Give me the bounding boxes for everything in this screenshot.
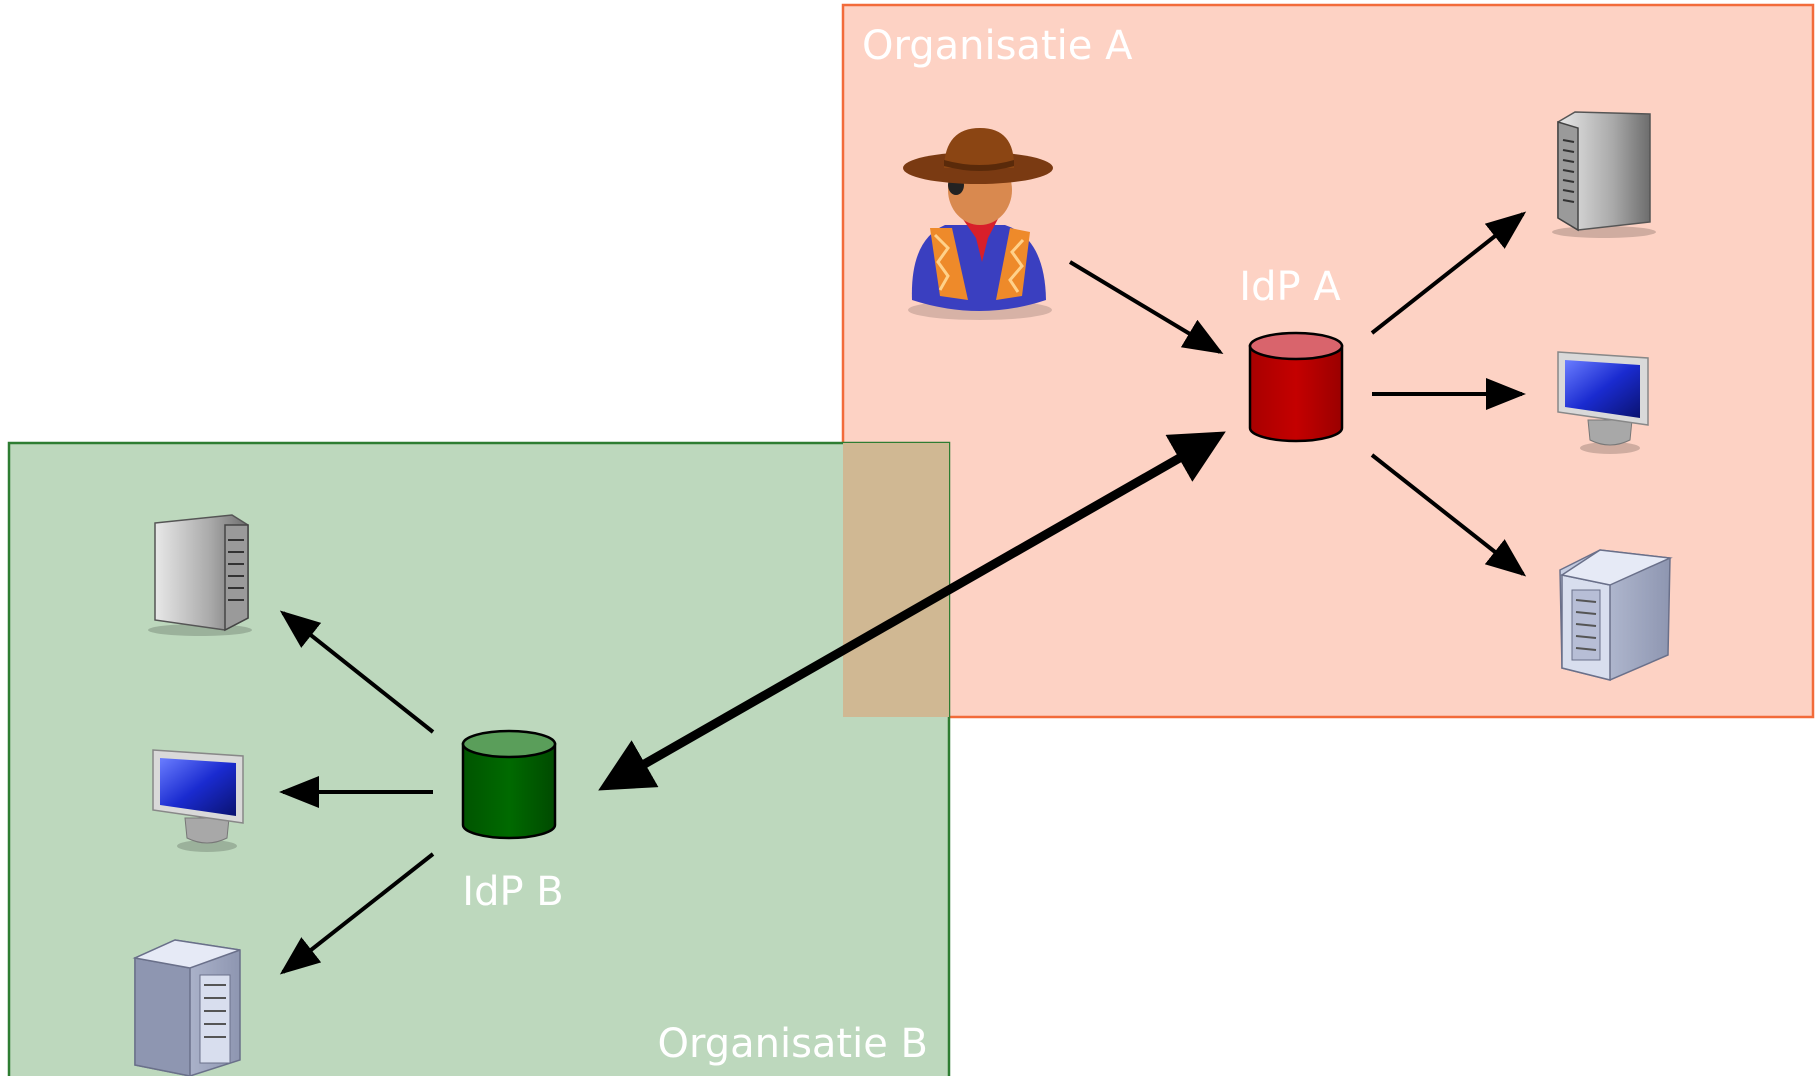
arrow-idp-b-to-server xyxy=(279,610,435,734)
org-a-monitor-icon xyxy=(1557,351,1649,454)
org-b-server-icon xyxy=(148,514,252,636)
overlap-region xyxy=(843,443,949,717)
arrow-idp-b-to-workstation xyxy=(279,852,435,975)
org-a-workstation-icon xyxy=(1559,549,1673,681)
arrow-user-to-idp-a xyxy=(1068,260,1224,355)
organisation-a-label: Organisatie A xyxy=(862,23,1133,69)
idp-a-database-icon xyxy=(1248,331,1344,443)
idp-a-label: IdP A xyxy=(1239,264,1341,310)
idp-b-label: IdP B xyxy=(462,869,563,915)
arrow-idp-a-to-workstation xyxy=(1370,453,1527,577)
org-a-server-icon xyxy=(1552,111,1656,238)
arrow-idp-a-to-server xyxy=(1370,211,1527,335)
organisation-b-label: Organisatie B xyxy=(657,1021,928,1067)
idp-b-database-icon xyxy=(461,729,557,840)
org-b-workstation-icon xyxy=(132,939,241,1076)
cowboy-user-icon xyxy=(903,128,1053,320)
federation-arrow xyxy=(598,431,1226,791)
org-b-monitor-icon xyxy=(152,749,244,852)
